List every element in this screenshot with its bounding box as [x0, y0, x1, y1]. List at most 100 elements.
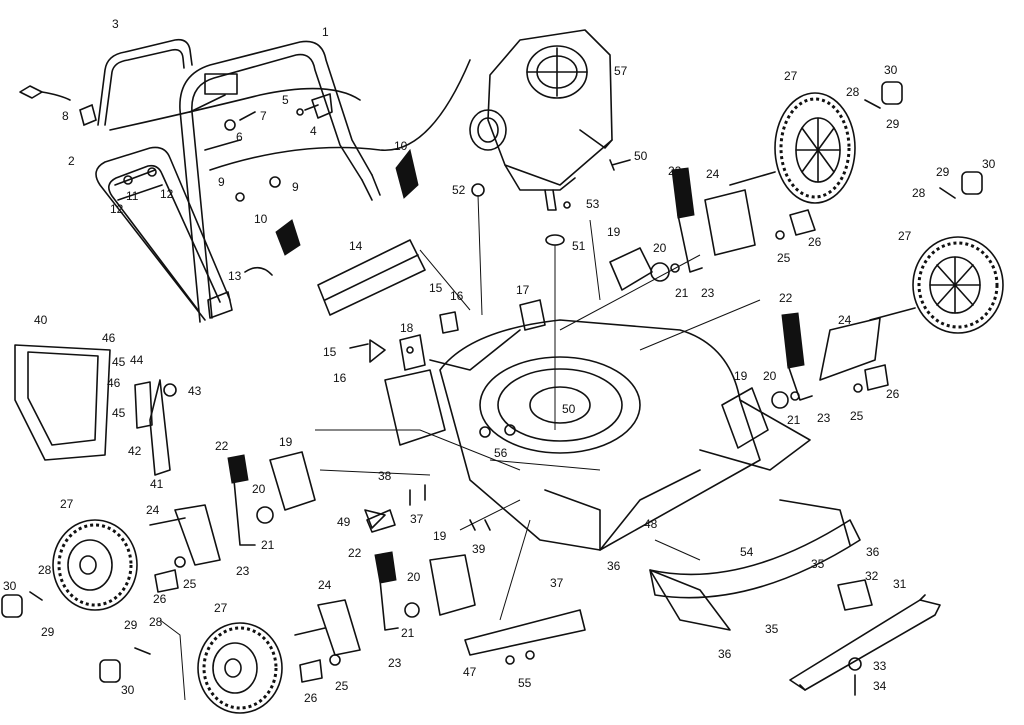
callout-19c: 19 — [279, 435, 293, 449]
callout-26d: 26 — [304, 691, 318, 705]
callout-45a: 45 — [112, 355, 126, 369]
wheel-rear-left — [197, 622, 283, 714]
callout-2: 2 — [68, 154, 75, 168]
callout-6: 6 — [236, 130, 243, 144]
callout-28b: 28 — [912, 186, 926, 200]
upper-handle — [179, 40, 381, 323]
callout-30b: 30 — [982, 157, 996, 171]
callout-27d: 27 — [214, 601, 228, 615]
control-cable — [109, 59, 471, 171]
callout-44: 44 — [130, 353, 144, 367]
callout-46b: 46 — [107, 376, 121, 390]
callout-28a: 28 — [846, 85, 860, 99]
callout-27a: 27 — [784, 69, 798, 83]
callout-20d: 20 — [407, 570, 421, 584]
blade — [789, 594, 941, 691]
callout-41: 41 — [150, 477, 164, 491]
callout-22c: 22 — [215, 439, 229, 453]
callout-23c: 23 — [236, 564, 250, 578]
callout-20b: 20 — [763, 369, 777, 383]
wheel-adjuster-left — [149, 451, 316, 593]
callout-52: 52 — [452, 183, 466, 197]
callout-20a: 20 — [653, 241, 667, 255]
callout-28c: 28 — [38, 563, 52, 577]
callout-10a: 10 — [394, 139, 408, 153]
handle-hardware — [19, 85, 419, 319]
callout-15a: 15 — [429, 281, 443, 295]
callout-4: 4 — [310, 124, 317, 138]
callout-16b: 16 — [333, 371, 347, 385]
callout-17: 17 — [516, 283, 530, 297]
callout-12a: 12 — [110, 202, 124, 216]
side-baffle — [464, 609, 586, 665]
callout-21d: 21 — [401, 626, 415, 640]
height-adjust-bracket — [384, 334, 446, 446]
callout-29a: 29 — [886, 117, 900, 131]
callout-37a: 37 — [410, 512, 424, 526]
callout-30a: 30 — [884, 63, 898, 77]
callout-25d: 25 — [335, 679, 349, 693]
callout-38: 38 — [378, 469, 392, 483]
callout-11: 11 — [126, 189, 139, 203]
callout-34: 34 — [873, 679, 887, 693]
callout-16a: 16 — [450, 289, 464, 303]
callout-49: 49 — [337, 515, 351, 529]
callout-9a: 9 — [292, 180, 299, 194]
callout-54: 54 — [740, 545, 754, 559]
callout-28d: 28 — [149, 615, 163, 629]
callout-25c: 25 — [183, 577, 197, 591]
rear-skirt — [649, 499, 861, 631]
deflector-49 — [366, 509, 396, 533]
wheel-adjuster-lower-right — [721, 307, 916, 449]
deck-hardware — [349, 299, 546, 531]
callout-26b: 26 — [886, 387, 900, 401]
callout-25b: 25 — [850, 409, 864, 423]
callout-3: 3 — [112, 17, 119, 31]
callout-24d: 24 — [318, 578, 332, 592]
mower-deck — [429, 319, 811, 551]
callout-14: 14 — [349, 239, 363, 253]
callout-35b: 35 — [765, 622, 779, 636]
callout-13: 13 — [228, 269, 242, 283]
callout-37b: 37 — [550, 576, 564, 590]
callout-27b: 27 — [898, 229, 912, 243]
hub-caps — [1, 81, 983, 683]
callout-9b: 9 — [218, 175, 225, 189]
callout-57: 57 — [614, 64, 628, 78]
wheel-front-right — [912, 236, 1004, 334]
callout-35a: 35 — [811, 557, 825, 571]
callout-48: 48 — [644, 517, 658, 531]
callout-24a: 24 — [706, 167, 720, 181]
callout-39: 39 — [472, 542, 486, 556]
callout-26a: 26 — [808, 235, 822, 249]
callout-51: 51 — [572, 239, 586, 253]
callout-33: 33 — [873, 659, 887, 673]
callout-36c: 36 — [718, 647, 732, 661]
callout-56: 56 — [494, 446, 508, 460]
callout-32: 32 — [865, 569, 879, 583]
callout-8: 8 — [62, 109, 69, 123]
callout-5: 5 — [282, 93, 289, 107]
callout-29c: 29 — [41, 625, 55, 639]
engine — [469, 29, 613, 211]
callout-36a: 36 — [866, 545, 880, 559]
control-bail — [97, 38, 193, 126]
callout-31: 31 — [893, 577, 907, 591]
callout-21a: 21 — [675, 286, 689, 300]
callout-21b: 21 — [787, 413, 801, 427]
callout-22a: 22 — [668, 164, 682, 178]
callout-19b: 19 — [734, 369, 748, 383]
callout-29d: 29 — [124, 618, 138, 632]
blade-adapter — [837, 579, 873, 696]
callout-40: 40 — [34, 313, 48, 327]
wheel-adjuster-center — [294, 551, 476, 683]
callout-42: 42 — [128, 444, 142, 458]
callout-26c: 26 — [153, 592, 167, 606]
callout-24c: 24 — [146, 503, 160, 517]
callout-24b: 24 — [838, 313, 852, 327]
callout-18: 18 — [400, 321, 414, 335]
callout-47: 47 — [463, 665, 477, 679]
callout-7: 7 — [260, 109, 267, 123]
grass-bag — [14, 344, 177, 476]
wheel-front-left — [52, 519, 138, 611]
